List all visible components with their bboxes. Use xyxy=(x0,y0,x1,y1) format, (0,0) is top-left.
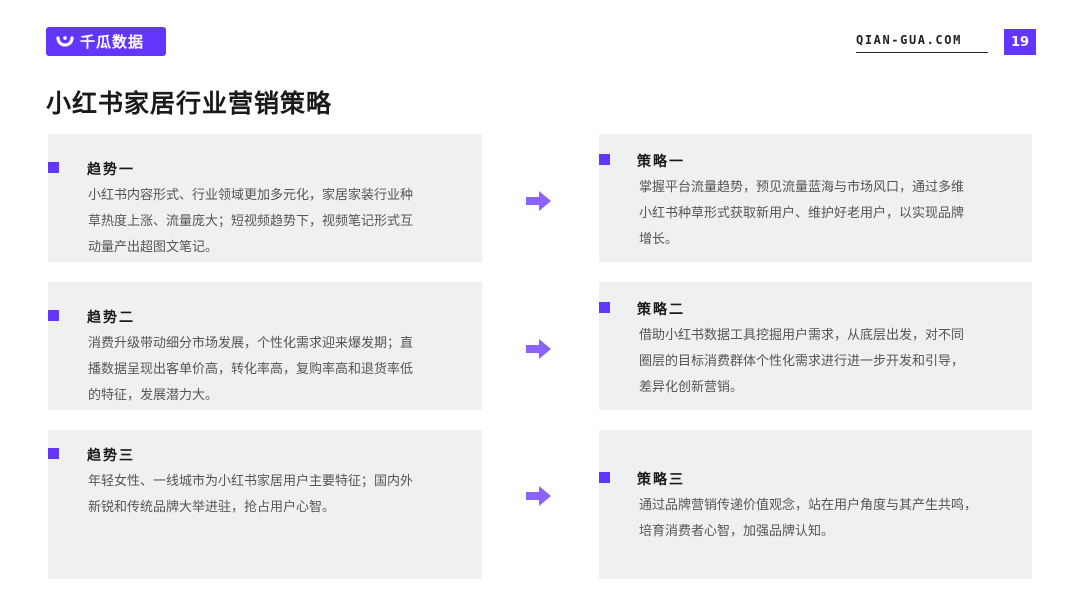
trend-heading: 趋势三 xyxy=(87,448,135,464)
arrow-right-icon xyxy=(526,191,551,211)
trend-line: 动量产出超图文笔记。 xyxy=(88,240,219,255)
trend-card-2: 趋势二 消费升级带动细分市场发展，个性化需求迎来爆发期；直 播数据呈现出客单价高… xyxy=(48,282,482,410)
arrow-right-icon xyxy=(526,486,551,506)
strategy-line: 差异化创新营销。 xyxy=(639,380,744,395)
strategy-heading: 策略三 xyxy=(637,472,685,488)
strategy-heading: 策略一 xyxy=(637,154,685,170)
bullet-square-icon xyxy=(48,162,59,173)
bullet-square-icon xyxy=(599,302,610,313)
trend-line: 年轻女性、一线城市为小红书家居用户主要特征；国内外 xyxy=(88,474,414,489)
trend-line: 播数据呈现出客单价高，转化率高，复购率高和退货率低 xyxy=(88,362,414,377)
bullet-square-icon xyxy=(48,448,59,459)
trend-line: 小红书内容形式、行业领域更加多元化，家居家装行业种 xyxy=(88,188,414,203)
trend-card-1: 趋势一 小红书内容形式、行业领域更加多元化，家居家装行业种 草热度上涨、流量庞大… xyxy=(48,134,482,262)
logo-icon xyxy=(56,35,74,47)
strategy-line: 增长。 xyxy=(639,232,679,247)
trend-body: 年轻女性、一线城市为小红书家居用户主要特征；国内外 新锐和传统品牌大举进驻，抢占… xyxy=(88,469,413,521)
strategy-heading: 策略二 xyxy=(637,302,685,318)
site-url: QIAN-GUA.COM xyxy=(856,33,962,47)
site-underline xyxy=(856,52,988,53)
strategy-line: 圈层的目标消费群体个性化需求进行进一步开发和引导， xyxy=(639,354,965,369)
strategy-card-3: 策略三 通过品牌营销传递价值观念，站在用户角度与其产生共鸣， 培育消费者心智，加… xyxy=(599,430,1032,579)
trend-card-3: 趋势三 年轻女性、一线城市为小红书家居用户主要特征；国内外 新锐和传统品牌大举进… xyxy=(48,430,482,579)
bullet-square-icon xyxy=(599,154,610,165)
bullet-square-icon xyxy=(599,472,610,483)
page-title: 小红书家居行业营销策略 xyxy=(46,89,333,118)
trend-line: 消费升级带动细分市场发展，个性化需求迎来爆发期；直 xyxy=(88,336,414,351)
strategy-card-1: 策略一 掌握平台流量趋势，预见流量蓝海与市场风口，通过多维 小红书种草形式获取新… xyxy=(599,134,1032,262)
arrow-right-icon xyxy=(526,339,551,359)
trend-line: 的特征，发展潜力大。 xyxy=(88,388,219,403)
bullet-square-icon xyxy=(48,310,59,321)
strategy-card-2: 策略二 借助小红书数据工具挖掘用户需求，从底层出发，对不同 圈层的目标消费群体个… xyxy=(599,282,1032,410)
trend-body: 小红书内容形式、行业领域更加多元化，家居家装行业种 草热度上涨、流量庞大；短视频… xyxy=(88,183,413,261)
brand-logo: 千瓜数据 xyxy=(46,27,166,56)
strategy-line: 培育消费者心智，加强品牌认知。 xyxy=(639,524,835,539)
trend-heading: 趋势二 xyxy=(87,310,135,326)
strategy-body: 通过品牌营销传递价值观念，站在用户角度与其产生共鸣， 培育消费者心智，加强品牌认… xyxy=(639,493,977,545)
strategy-body: 掌握平台流量趋势，预见流量蓝海与市场风口，通过多维 小红书种草形式获取新用户、维… xyxy=(639,175,964,253)
strategy-line: 小红书种草形式获取新用户、维护好老用户，以实现品牌 xyxy=(639,206,965,221)
trend-heading: 趋势一 xyxy=(87,162,135,178)
trend-line: 草热度上涨、流量庞大；短视频趋势下，视频笔记形式互 xyxy=(88,214,414,229)
strategy-line: 借助小红书数据工具挖掘用户需求，从底层出发，对不同 xyxy=(639,328,965,343)
strategy-body: 借助小红书数据工具挖掘用户需求，从底层出发，对不同 圈层的目标消费群体个性化需求… xyxy=(639,323,964,401)
trend-line: 新锐和传统品牌大举进驻，抢占用户心智。 xyxy=(88,500,336,515)
page-number: 19 xyxy=(1004,29,1036,55)
strategy-line: 通过品牌营销传递价值观念，站在用户角度与其产生共鸣， xyxy=(639,498,978,513)
trend-body: 消费升级带动细分市场发展，个性化需求迎来爆发期；直 播数据呈现出客单价高，转化率… xyxy=(88,331,413,409)
strategy-line: 掌握平台流量趋势，预见流量蓝海与市场风口，通过多维 xyxy=(639,180,965,195)
logo-text: 千瓜数据 xyxy=(80,33,145,51)
